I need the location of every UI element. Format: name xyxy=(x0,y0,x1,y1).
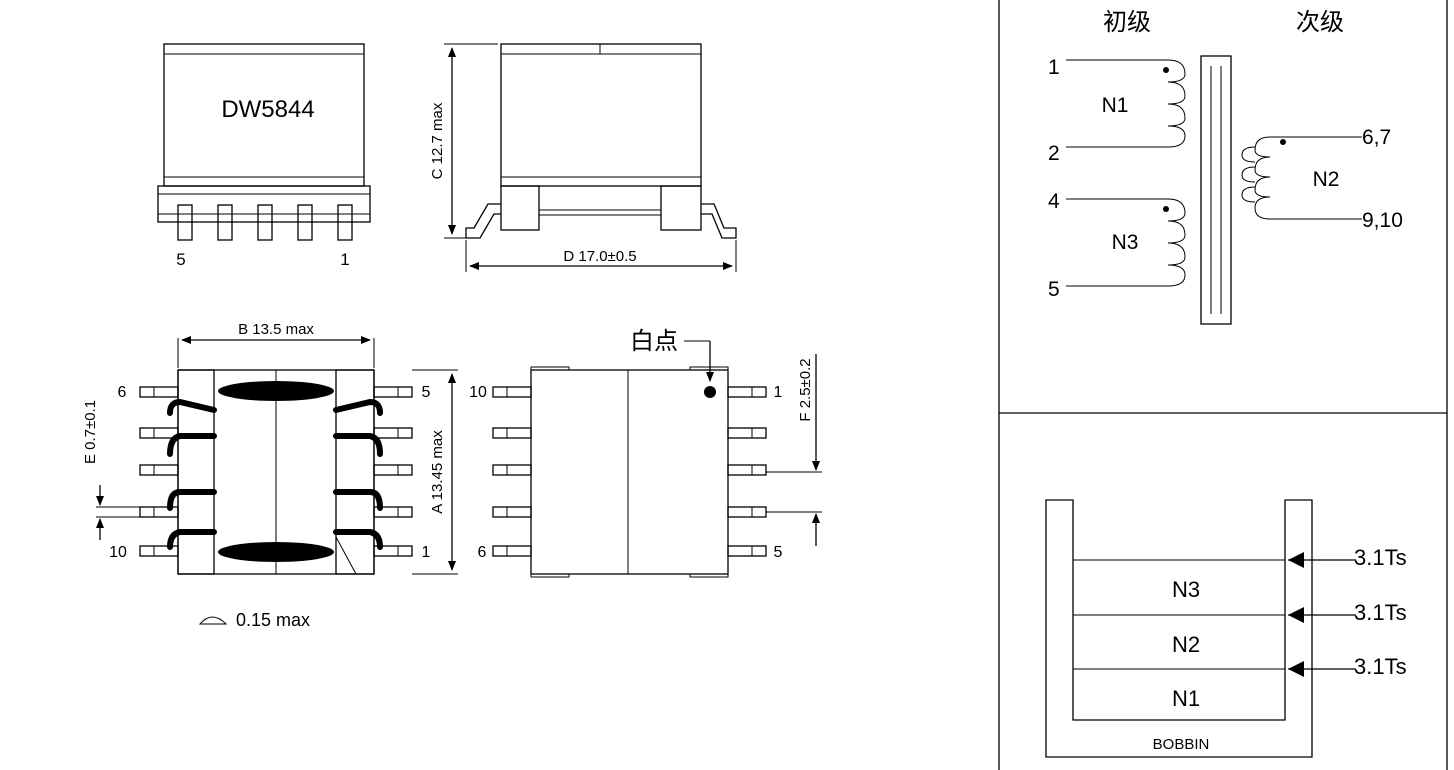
dimension-a: A 13.45 max xyxy=(429,430,446,514)
dimension-f: F 2.5±0.2 xyxy=(797,358,814,421)
turns-label-1: 3.1Ts xyxy=(1354,545,1407,570)
schematic-pin67: 6,7 xyxy=(1362,126,1391,149)
top-view: 10 6 1 5 白点 F 2.5±0.2 xyxy=(469,327,822,578)
white-dot-label: 白点 xyxy=(630,327,678,355)
bottom-pin-10-label: 10 xyxy=(109,544,127,561)
dimension-e: E 0.7±0.1 xyxy=(82,400,99,464)
side-view: C 12.7 max D 17.0±0.5 xyxy=(429,43,737,272)
winding-n3-label: N3 xyxy=(1112,231,1139,254)
top-pin-6-label: 6 xyxy=(478,544,487,561)
bobbin-label: BOBBIN xyxy=(1153,736,1210,753)
dimension-c: C 12.7 max xyxy=(429,102,446,179)
top-pin-5-label: 5 xyxy=(774,544,783,561)
schematic: 初级 次级 1 2 4 5 6,7 9,10 N1 N3 N2 xyxy=(1048,8,1403,325)
top-pin-1-label: 1 xyxy=(774,384,783,401)
bottom-view: B 13.5 max xyxy=(82,321,458,630)
bottom-pin-5-label: 5 xyxy=(422,384,431,401)
coplanarity-label: 0.15 max xyxy=(236,610,310,630)
winding-n1-label: N1 xyxy=(1102,94,1129,117)
front-pins xyxy=(177,204,353,241)
dimension-b: B 13.5 max xyxy=(238,321,314,338)
dimension-d: D 17.0±0.5 xyxy=(563,248,636,265)
primary-label: 初级 xyxy=(1103,8,1151,36)
wire-terminations xyxy=(167,398,383,550)
top-pin-10-label: 10 xyxy=(469,384,487,401)
front-view: DW5844 5 1 xyxy=(157,43,371,269)
bottom-pins-right xyxy=(373,386,413,557)
schematic-pin2: 2 xyxy=(1048,142,1060,165)
schematic-pin5: 5 xyxy=(1048,278,1060,301)
secondary-label: 次级 xyxy=(1296,8,1344,36)
layer-n1: N1 xyxy=(1172,686,1200,711)
front-pin-right-label: 1 xyxy=(340,250,349,269)
bottom-pin-1-label: 1 xyxy=(422,544,431,561)
top-pins-left xyxy=(492,386,532,557)
top-pins-right xyxy=(727,386,767,557)
schematic-pin4: 4 xyxy=(1048,190,1060,213)
turns-label-2: 3.1Ts xyxy=(1354,600,1407,625)
layer-n2: N2 xyxy=(1172,632,1200,657)
coplanarity-icon xyxy=(198,616,228,625)
front-pin-left-label: 5 xyxy=(176,250,185,269)
schematic-pin1: 1 xyxy=(1048,56,1060,79)
winding-structure: N3 N2 N1 BOBBIN 3.1Ts 3.1Ts 3.1Ts xyxy=(1045,499,1407,758)
part-number: DW5844 xyxy=(221,96,314,123)
bottom-pins-left xyxy=(139,386,179,557)
turns-label-3: 3.1Ts xyxy=(1354,654,1407,679)
bottom-pin-6-label: 6 xyxy=(118,384,127,401)
winding-n2-label: N2 xyxy=(1313,168,1340,191)
right-panel-frame xyxy=(998,0,1448,770)
layer-n3: N3 xyxy=(1172,577,1200,602)
pin1-marker-dot xyxy=(704,386,716,398)
schematic-pin910: 9,10 xyxy=(1362,209,1403,232)
